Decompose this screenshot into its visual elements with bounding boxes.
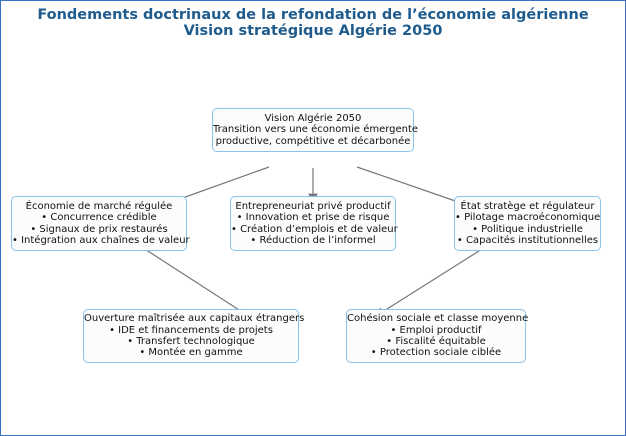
node-line: • Signaux de prix restaurés	[30, 223, 168, 235]
node-ouverture-capitaux: Ouverture maîtrisée aux capitaux étrange…	[83, 309, 305, 363]
arrow-vision-etat	[356, 166, 466, 206]
node-line: • Politique industrielle	[472, 223, 583, 235]
node-line: • Transfert technologique	[127, 336, 255, 347]
node-line: • Concurrence crédible	[41, 212, 157, 224]
node-line: • Emploi productif	[390, 324, 482, 336]
node-title: Cohésion sociale et classe moyenne	[347, 313, 529, 325]
node-line: • Fiscalité équitable	[386, 336, 486, 347]
node-line: • IDE et financements de projets	[109, 324, 273, 336]
node-title: Économie de marché régulée	[25, 200, 173, 212]
node-line: Transition vers une économie émergente	[213, 124, 419, 136]
arrow-marche-ouverture	[136, 243, 252, 318]
node-etat-stratege: État stratège et régulateur • Pilotage m…	[454, 196, 601, 251]
node-economie-marche: Économie de marché régulée • Concurrence…	[11, 196, 190, 251]
arrow-etat-cohesion	[374, 243, 491, 317]
node-vision: Vision Algérie 2050 Transition vers une …	[212, 108, 419, 152]
node-title: Entrepreneuriat privé productif	[235, 200, 391, 212]
node-entrepreneuriat: Entrepreneuriat privé productif • Innova…	[230, 196, 398, 251]
node-title: Ouverture maîtrisée aux capitaux étrange…	[84, 313, 305, 325]
node-line: • Réduction de l’informel	[250, 234, 376, 246]
node-line: • Création d’emplois et de valeur	[231, 223, 398, 235]
node-line: productive, compétitive et décarbonée	[215, 135, 411, 147]
diagram-subtitle: Vision stratégique Algérie 2050	[183, 23, 443, 39]
node-title: Vision Algérie 2050	[264, 112, 362, 124]
node-cohesion-sociale: Cohésion sociale et classe moyenne • Emp…	[346, 309, 529, 363]
node-line: • Pilotage macroéconomique	[455, 212, 601, 224]
node-line: • Intégration aux chaînes de valeur	[12, 234, 190, 246]
node-line: • Capacités institutionnelles	[456, 234, 599, 246]
node-line: • Innovation et prise de risque	[236, 212, 390, 224]
node-line: • Montée en gamme	[139, 347, 243, 359]
node-line: • Protection sociale ciblée	[370, 347, 502, 359]
diagram-title: Fondements doctrinaux de la refondation …	[37, 7, 589, 23]
node-title: État stratège et régulateur	[460, 200, 595, 212]
